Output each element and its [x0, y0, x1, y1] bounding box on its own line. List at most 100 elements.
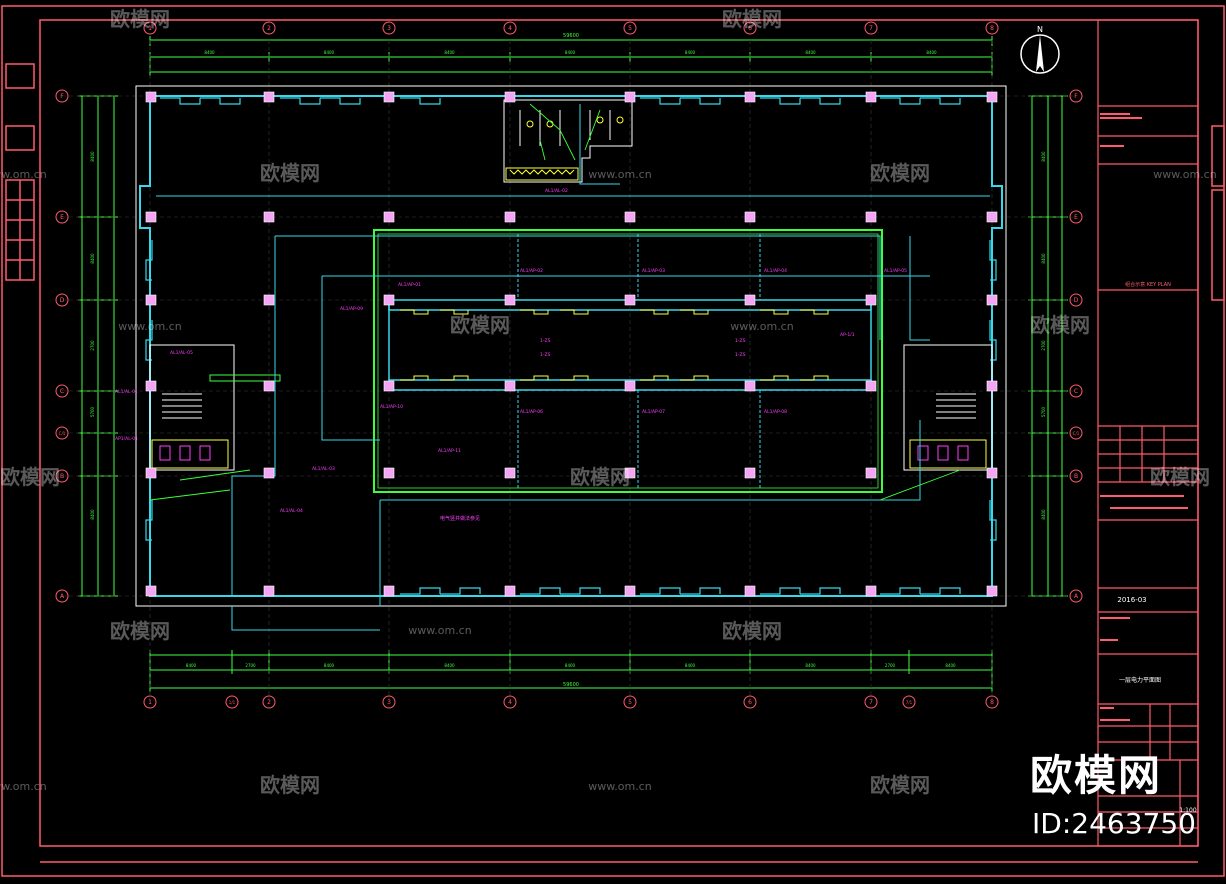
grid-bubble-bottom-label: 5	[628, 699, 632, 706]
grid-bubble-bottom: 7/1	[902, 695, 916, 709]
grid-bubble-top: 2	[262, 21, 276, 35]
dimension-texts: 8400 8400 8400 8400 8400 8400 8400 8400 2700 8400…	[90, 50, 1046, 668]
watermark-brand: 欧模网	[870, 773, 930, 797]
grid-bubble-bottom-label: 7/1	[906, 700, 913, 705]
circuit-label: AL1/AP-01	[398, 282, 421, 288]
dim-left: 8400	[90, 253, 95, 264]
grid-bubble-bottom-label: 4	[508, 699, 512, 706]
watermark-brand: 欧模网	[1030, 313, 1090, 337]
grid-bubble-top-label: 4	[508, 25, 512, 32]
grid-bubble-top-label: 8	[990, 25, 994, 32]
grid-bubble-top: 4	[503, 21, 517, 35]
circuit-label: AL1/AL-03	[312, 466, 335, 472]
circuit-label: AL1/AP-10	[380, 404, 403, 410]
grid-bubble-right-label: F	[1074, 93, 1078, 100]
stair-right	[903, 344, 993, 471]
grid-bubble-right-label: C	[1074, 388, 1078, 395]
key-plan-label: 组合示意 KEY PLAN	[1125, 281, 1171, 288]
circuit-label: 1-ZS	[540, 352, 551, 358]
dim-top: 8400	[805, 50, 816, 55]
grid-bubble-top-label: 1	[148, 25, 152, 32]
watermark-url: www.om.cn	[408, 624, 471, 637]
dim-top: 8400	[324, 50, 335, 55]
grid-bubble-left-label: A	[60, 593, 65, 600]
circuit-label: 1-ZS	[735, 352, 746, 358]
grid-bubble-right: E	[1069, 210, 1083, 224]
overall-dim-top: 59600	[563, 33, 579, 39]
grid-bubble-right: C	[1069, 384, 1083, 398]
grid-bubble-right-label: C/1	[1073, 431, 1080, 436]
grid-bubble-left: F	[55, 89, 69, 103]
grid-bubble-left-label: D	[60, 297, 65, 304]
watermark-url: www.om.cn	[588, 168, 651, 181]
grid-bubble-bottom: 6	[743, 695, 757, 709]
grid-bubble-bottom: 7	[864, 695, 878, 709]
drawing-scale: 1:100	[1179, 807, 1196, 814]
dim-bottom: 8400	[186, 663, 197, 668]
title-block-fill-lines	[1100, 113, 1188, 721]
drawing-date: 2016-03	[1117, 596, 1146, 604]
grid-bubble-right: F	[1069, 89, 1083, 103]
grid-bubble-top-label: 2	[267, 25, 271, 32]
grid-bubble-bottom-label: 2	[267, 699, 271, 706]
grid-bubble-right: B	[1069, 469, 1083, 483]
dim-right: 2700	[1041, 340, 1046, 351]
grid-bubble-bottom: 5	[623, 695, 637, 709]
circuit-label: AL1/AP-06	[520, 409, 543, 415]
north-arrow-icon: N	[1020, 25, 1060, 74]
drawing-frame	[1, 5, 1225, 877]
dim-bottom: 8400	[565, 663, 576, 668]
watermark-layer: 欧模网欧模网欧模网欧模网欧模网欧模网欧模网欧模网欧模网欧模网欧模网欧模网欧模网w…	[0, 7, 1217, 797]
grid-bubble-left-label: C	[60, 388, 64, 395]
cable-runs	[156, 104, 990, 631]
grid-bubble-top: 5	[623, 21, 637, 35]
grid-bubble-left: C/1	[55, 426, 69, 440]
circuit-label: 1-ZS	[735, 338, 746, 344]
dim-right: 8400	[1041, 509, 1046, 520]
overall-dim-bottom: 59600	[563, 682, 579, 688]
grid-bubble-top: 1	[143, 21, 157, 35]
dim-bottom: 8400	[805, 663, 816, 668]
feeder-lines	[149, 103, 961, 501]
circuit-label: AL1/AL-02	[545, 188, 568, 194]
circuit-label: AL1/AP-09	[340, 306, 363, 312]
stair-left	[149, 344, 281, 471]
dim-left: 2700	[90, 340, 95, 351]
circuit-label: 1-ZS	[540, 338, 551, 344]
grid-bubble-bottom-label: 7	[869, 699, 873, 706]
grid-bubble-right: C/1	[1069, 426, 1083, 440]
grid-bubble-bottom-label: 6	[748, 699, 752, 706]
watermark-brand: 欧模网	[110, 7, 170, 31]
grid-bubble-top: 8	[985, 21, 999, 35]
watermark-url: www.om.cn	[118, 320, 181, 333]
watermark-brand: 欧模网	[110, 619, 170, 643]
dim-top: 8400	[685, 50, 696, 55]
grid-bubble-bottom-label: 3	[387, 699, 391, 706]
grid-bubble-right-label: B	[1074, 473, 1078, 480]
grid-bubble-right: D	[1069, 293, 1083, 307]
title-block	[1097, 19, 1199, 847]
watermark-brand: 欧模网	[722, 619, 782, 643]
grid-bubble-bottom-label: 1	[148, 699, 152, 706]
dim-top: 8400	[204, 50, 215, 55]
dim-right: 8400	[1041, 151, 1046, 162]
dim-bottom: 8400	[685, 663, 696, 668]
dim-bottom: 8400	[444, 663, 455, 668]
watermark-brand-large: 欧模网	[1030, 751, 1163, 800]
grid-bubble-right-label: D	[1074, 297, 1079, 304]
circuit-label: AL1/AP-11	[438, 448, 461, 454]
watermark-id: ID:2463750	[1032, 807, 1196, 840]
dim-bottom: 8400	[324, 663, 335, 668]
watermark-brand: 欧模网	[260, 161, 320, 185]
dim-left: 8400	[90, 151, 95, 162]
watermark-brand: 欧模网	[1150, 465, 1210, 489]
dim-bottom: 2700	[245, 663, 256, 668]
grid-bubble-left-label: C/1	[59, 431, 66, 436]
dim-top: 8400	[926, 50, 937, 55]
dim-right: 5700	[1041, 406, 1046, 417]
columns	[145, 91, 998, 597]
grid-bubble-bottom: 3	[382, 695, 396, 709]
